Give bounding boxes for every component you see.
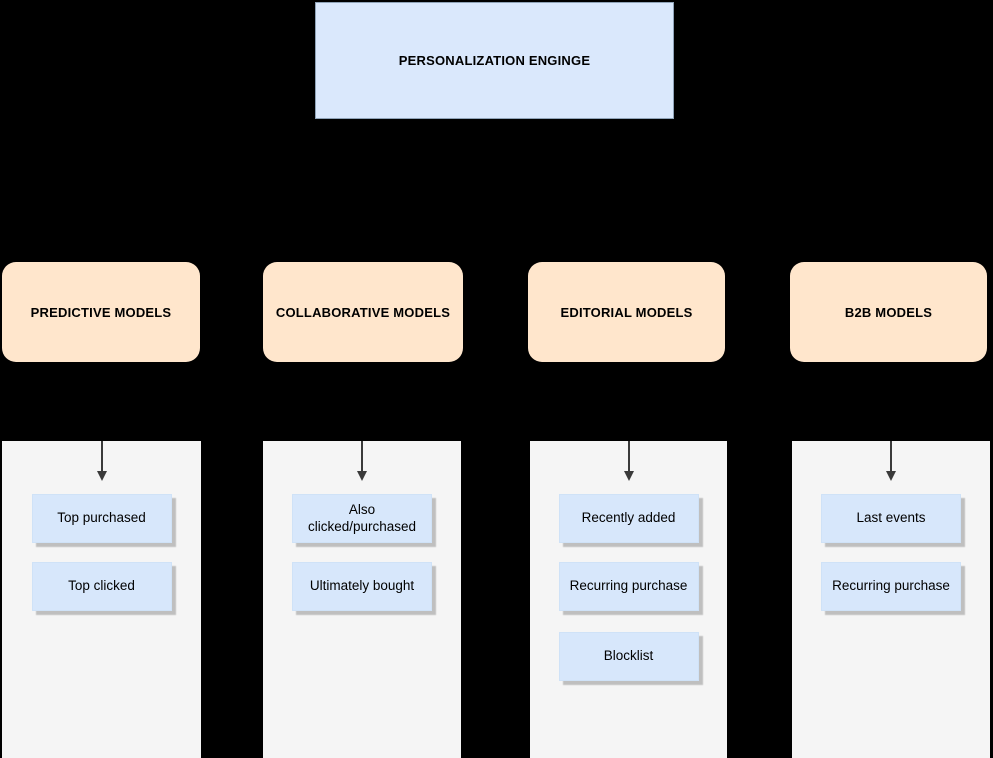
down-arrow-icon: [357, 441, 367, 481]
node-editorial-models: EDITORIAL MODELS: [528, 262, 725, 362]
node-blocklist: Blocklist: [558, 632, 699, 681]
node-personalization-engine-label: PERSONALIZATION ENGINGE: [398, 53, 591, 68]
node-predictive-models-label: PREDICTIVE MODELS: [30, 304, 172, 320]
node-collaborative-models-label: COLLABORATIVE MODELS: [275, 304, 451, 320]
node-editorial-models-label: EDITORIAL MODELS: [560, 304, 693, 320]
down-arrow-icon: [96, 441, 107, 481]
panel-editorial-models: Recently added Recurring purchase Blockl…: [530, 441, 727, 758]
node-personalization-engine: PERSONALIZATION ENGINGE: [315, 2, 674, 119]
arrow-shaft: [361, 441, 363, 472]
node-also-clicked-purchased: Also clicked/purchased: [292, 494, 432, 543]
node-recently-added: Recently added: [558, 494, 699, 543]
panel-b2b-models: Last events Recurring purchase: [792, 441, 990, 758]
node-predictive-models: PREDICTIVE MODELS: [2, 262, 200, 362]
panel-predictive-models: Top purchased Top clicked: [2, 441, 201, 758]
arrow-shaft: [890, 441, 892, 472]
node-recurring-purchase: Recurring purchase: [821, 562, 961, 611]
down-arrow-icon: [623, 441, 634, 481]
panel-collaborative-models: Also clicked/purchased Ultimately bought: [263, 441, 461, 758]
node-collaborative-models: COLLABORATIVE MODELS: [263, 262, 463, 362]
node-ultimately-bought: Ultimately bought: [292, 562, 432, 611]
arrow-head: [357, 471, 367, 481]
arrow-head: [623, 471, 634, 481]
node-recurring-purchase: Recurring purchase: [558, 562, 699, 611]
arrow-shaft: [100, 441, 103, 472]
down-arrow-icon: [886, 441, 896, 481]
node-top-clicked: Top clicked: [31, 562, 172, 611]
node-top-purchased: Top purchased: [31, 494, 172, 543]
arrow-shaft: [627, 441, 630, 472]
node-b2b-models-label: B2B MODELS: [844, 304, 933, 320]
arrow-head: [96, 471, 107, 481]
node-last-events: Last events: [821, 494, 961, 543]
arrow-head: [886, 471, 896, 481]
node-b2b-models: B2B MODELS: [790, 262, 987, 362]
